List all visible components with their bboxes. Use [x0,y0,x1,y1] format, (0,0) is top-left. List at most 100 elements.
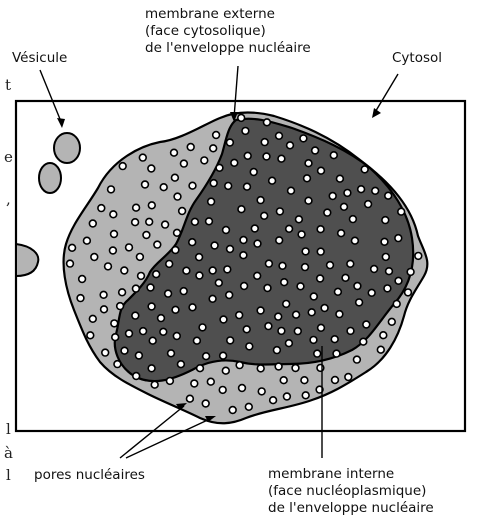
nuclear-pore [111,231,118,238]
nuclear-pore [167,378,174,385]
nuclear-pore [279,262,286,269]
nuclear-pore [191,380,198,387]
nuclear-pore [174,229,181,236]
nuclear-pore [254,240,261,247]
nuclear-pore [258,388,265,395]
nuclear-pore [168,350,175,357]
nuclear-pore [174,193,181,200]
nuclear-pore [405,289,412,296]
nuclear-pore [332,377,339,384]
nuclear-pore [102,349,109,356]
nuclear-pore [317,365,324,372]
nuclear-pore [287,142,294,149]
nuclear-pore [79,276,86,283]
nuclear-pore [335,288,342,295]
nuclear-pore [114,361,121,368]
nuclear-pore [67,260,74,267]
nuclear-pore [310,337,317,344]
nuclear-pore [337,175,344,182]
nuclear-pore [224,266,231,273]
nuclear-pore [388,318,395,325]
nuclear-pore [347,260,354,267]
nuclear-pore [317,275,324,282]
nuclear-pore [105,263,112,270]
nuclear-pore [126,244,133,251]
nuclear-pore [250,169,257,176]
vesicle [54,133,80,163]
nuclear-pore [172,247,179,254]
margin-fragment: l [6,422,11,437]
nuclear-pore [89,220,96,227]
nuclear-pore [240,237,247,244]
nuclear-pore [153,271,160,278]
label-membrane-interne-line-2: (face nucléoplasmique) [268,483,434,500]
nuclear-pore [288,187,295,194]
nuclear-pore [194,337,201,344]
label-pores-nucleaires: pores nucléaires [34,467,145,484]
nuclear-pore [226,292,233,299]
nuclear-pore [350,216,357,223]
nuclear-pore [154,241,161,248]
nuclear-pore [239,385,246,392]
nuclear-pore [264,119,271,126]
nuclear-pore [142,181,149,188]
nuclear-pore [84,237,91,244]
nuclear-pore [126,330,133,337]
nuclear-pore [236,312,243,319]
nuclear-pore [257,307,264,314]
nuclear-pore [223,227,230,234]
nuclear-pore [393,301,400,308]
nuclear-pore [98,205,105,212]
nuclear-pore [211,242,218,249]
nuclear-pore [189,304,196,311]
nuclear-pore [173,333,180,340]
nuclear-pore [236,362,243,369]
label-membrane-interne-line-1: membrane interne [268,466,434,483]
nuclear-pore [266,260,273,267]
nuclear-pore [275,313,282,320]
nuclear-pore [137,254,144,261]
nuclear-pore [278,155,285,162]
nuclear-pore [183,267,190,274]
nuclear-pore [329,193,336,200]
nuclear-pore [345,374,352,381]
nuclear-pore [219,387,226,394]
nuclear-pore [293,311,300,318]
nuclear-pore [133,285,140,292]
nuclear-pore [201,157,208,164]
nuclear-pore [298,231,305,238]
nuclear-pore [206,218,213,225]
nuclear-pore [222,367,229,374]
nuclear-pore [302,264,309,271]
nuclear-pore [216,164,223,171]
nuclear-pore [192,218,199,225]
nuclear-pore [318,324,325,331]
nuclear-pore [360,338,367,345]
nuclear-pore [310,293,317,300]
nuclear-pore [371,266,378,273]
nuclear-pore [302,248,309,255]
nuclear-pore [358,186,365,193]
nuclear-pore [100,291,107,298]
nuclear-pore [227,337,234,344]
nuclear-pore [242,127,249,134]
nuclear-pore [243,326,250,333]
nuclear-pore [301,377,308,384]
nuclear-pore [227,139,234,146]
nuclear-pore [344,190,351,197]
nuclear-pore [342,274,349,281]
nuclear-pore [148,202,155,209]
nuclear-pore [112,334,119,341]
nuclear-pore [162,221,169,228]
nuclear-pore [308,309,315,316]
nuclear-pore [220,352,227,359]
nuclear-pore [384,285,391,292]
nuclear-pore [333,350,340,357]
nuclear-pore [363,321,370,328]
nuclear-pore [203,353,210,360]
nuclear-pore [187,144,194,151]
nuclear-pore [361,166,368,173]
label-vesicule: Vésicule [12,50,67,67]
nuclear-pore [171,149,178,156]
nuclear-pore [209,267,216,274]
